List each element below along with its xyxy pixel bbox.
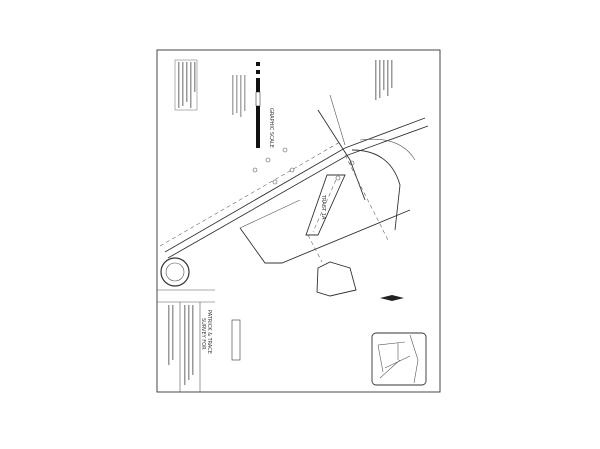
monuments bbox=[252, 147, 355, 185]
property-lines bbox=[239, 154, 411, 297]
road-right-of-way bbox=[159, 94, 429, 259]
certification-box bbox=[231, 319, 241, 361]
general-notes bbox=[174, 59, 246, 117]
pond bbox=[316, 261, 357, 297]
surveyor-seal bbox=[160, 257, 190, 287]
owner-name: PATRICK & TRACE bbox=[206, 310, 212, 354]
title-block: PATRICK & TRACE SURVEY FOR bbox=[157, 289, 241, 392]
graphic-scale: GRAPHIC SCALE bbox=[255, 58, 274, 148]
graphic-scale-label: GRAPHIC SCALE bbox=[268, 108, 274, 148]
sheet-border bbox=[156, 49, 441, 393]
legend bbox=[375, 60, 393, 100]
survey-heading: SURVEY FOR bbox=[200, 318, 206, 350]
vicinity-map bbox=[371, 332, 427, 386]
tract-label: TRACT 1A bbox=[320, 194, 326, 220]
north-arrow-icon bbox=[380, 295, 404, 301]
